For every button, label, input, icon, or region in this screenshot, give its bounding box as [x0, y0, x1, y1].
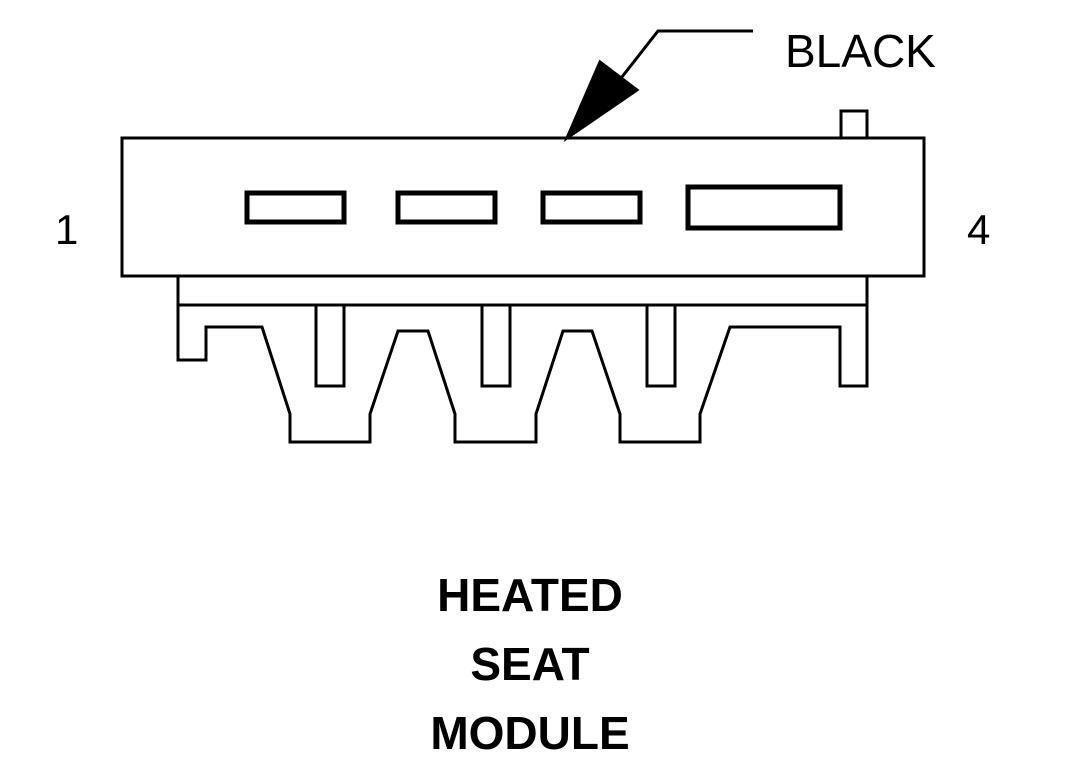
title-line-2: SEAT [470, 638, 589, 690]
connector-cavity-2 [395, 190, 498, 225]
callout-leader-line [616, 29, 753, 83]
terminal-post-3 [645, 303, 677, 388]
terminal-post-1 [314, 303, 346, 388]
pin-number-last: 4 [967, 206, 990, 253]
terminal-post-2 [480, 303, 512, 388]
pin-number-first: 1 [55, 206, 78, 253]
connector-terminal-base [176, 274, 869, 444]
callout-arrowhead [563, 59, 640, 143]
connector-cavity-1 [244, 190, 347, 225]
connector-cavity-3 [540, 190, 643, 225]
connector-cavity-4 [685, 184, 843, 231]
title-line-1: HEATED [437, 569, 623, 621]
connector-lock-tab [839, 109, 869, 141]
title-line-3: MODULE [430, 707, 629, 759]
connector-color-callout: BLACK [785, 25, 936, 77]
connector-drawing [120, 29, 926, 444]
